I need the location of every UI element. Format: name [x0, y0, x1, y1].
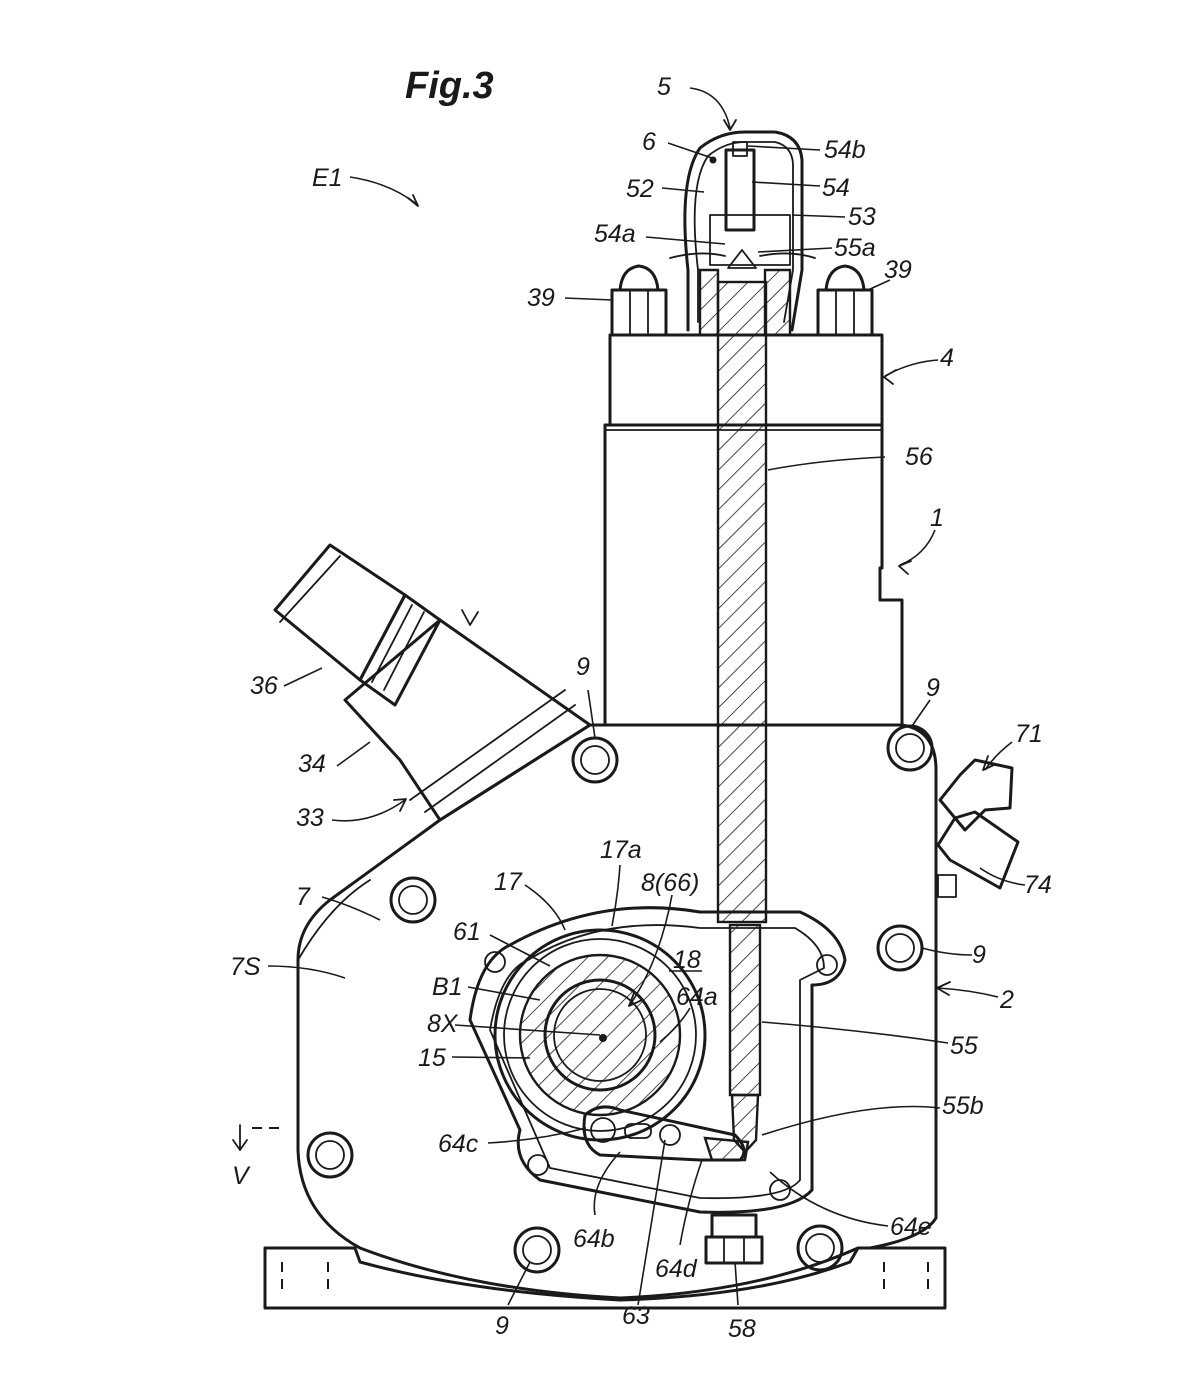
base-flange	[263, 1246, 947, 1310]
label-64d: 64d	[655, 1255, 698, 1283]
label-17a: 17a	[600, 836, 642, 864]
label-9-d: 9	[495, 1312, 509, 1340]
sensor-71	[938, 758, 1014, 832]
label-6: 6	[642, 128, 656, 156]
label-V: V	[232, 1162, 251, 1190]
crankcase-bolt	[571, 736, 619, 784]
label-61: 61	[453, 918, 481, 946]
label-18: 18	[673, 946, 701, 974]
reference-labels: 5 6 54b 52 54 53 54a 55a 39 39 E1 4 56 1…	[230, 73, 1052, 1343]
label-54a: 54a	[594, 220, 636, 248]
label-8X: 8X	[427, 1010, 459, 1038]
label-E1: E1	[312, 164, 343, 192]
label-39-left: 39	[527, 284, 555, 312]
label-64e: 64e	[890, 1213, 932, 1241]
label-71: 71	[1015, 720, 1043, 748]
label-36: 36	[250, 672, 278, 700]
label-55b: 55b	[942, 1092, 984, 1120]
label-9-a: 9	[576, 653, 590, 681]
crankcase-bolt	[796, 1224, 844, 1272]
label-52: 52	[626, 175, 654, 203]
cover-plate	[468, 906, 847, 1214]
label-54: 54	[822, 174, 850, 202]
crankcase-bolt	[876, 924, 924, 972]
label-15: 15	[418, 1044, 446, 1072]
leader-lines	[267, 87, 1026, 1306]
push-rod	[716, 249, 768, 1154]
intake-pipe	[273, 543, 592, 822]
label-55a: 55a	[834, 234, 876, 262]
label-7S: 7S	[230, 953, 261, 981]
label-53: 53	[848, 203, 876, 231]
label-55: 55	[950, 1032, 978, 1060]
crankcase-bolt	[389, 876, 437, 924]
label-64b: 64b	[573, 1225, 615, 1253]
label-2: 2	[999, 986, 1014, 1014]
label-8-66: 8(66)	[641, 869, 699, 897]
label-63: 63	[622, 1302, 650, 1330]
sensor-74	[936, 810, 1020, 898]
label-33: 33	[296, 804, 324, 832]
rocker-arm	[582, 1105, 750, 1162]
label-7: 7	[296, 883, 311, 911]
crankcase-bolt	[886, 724, 934, 772]
head-bolt-right	[816, 264, 874, 337]
crankcase-bolt	[306, 1131, 354, 1179]
crankcase	[296, 723, 938, 1300]
label-17: 17	[494, 868, 523, 896]
label-B1: B1	[432, 973, 463, 1001]
label-39-right: 39	[884, 256, 912, 284]
label-54b: 54b	[824, 136, 866, 164]
label-58: 58	[728, 1315, 756, 1343]
drain-bolt	[704, 1213, 764, 1265]
label-9-b: 9	[926, 674, 940, 702]
label-56: 56	[905, 443, 933, 471]
label-74: 74	[1024, 871, 1052, 899]
label-64a: 64a	[676, 983, 718, 1011]
crankcase-bolt	[513, 1226, 561, 1274]
label-9-c: 9	[972, 941, 986, 969]
label-5: 5	[657, 73, 671, 101]
label-4: 4	[940, 344, 954, 372]
label-64c: 64c	[438, 1130, 479, 1158]
label-1: 1	[930, 504, 944, 532]
figure-title: Fig.3	[405, 65, 494, 107]
label-34: 34	[298, 750, 326, 778]
head-bolt-left	[610, 264, 668, 337]
section-line-v	[232, 1124, 285, 1151]
